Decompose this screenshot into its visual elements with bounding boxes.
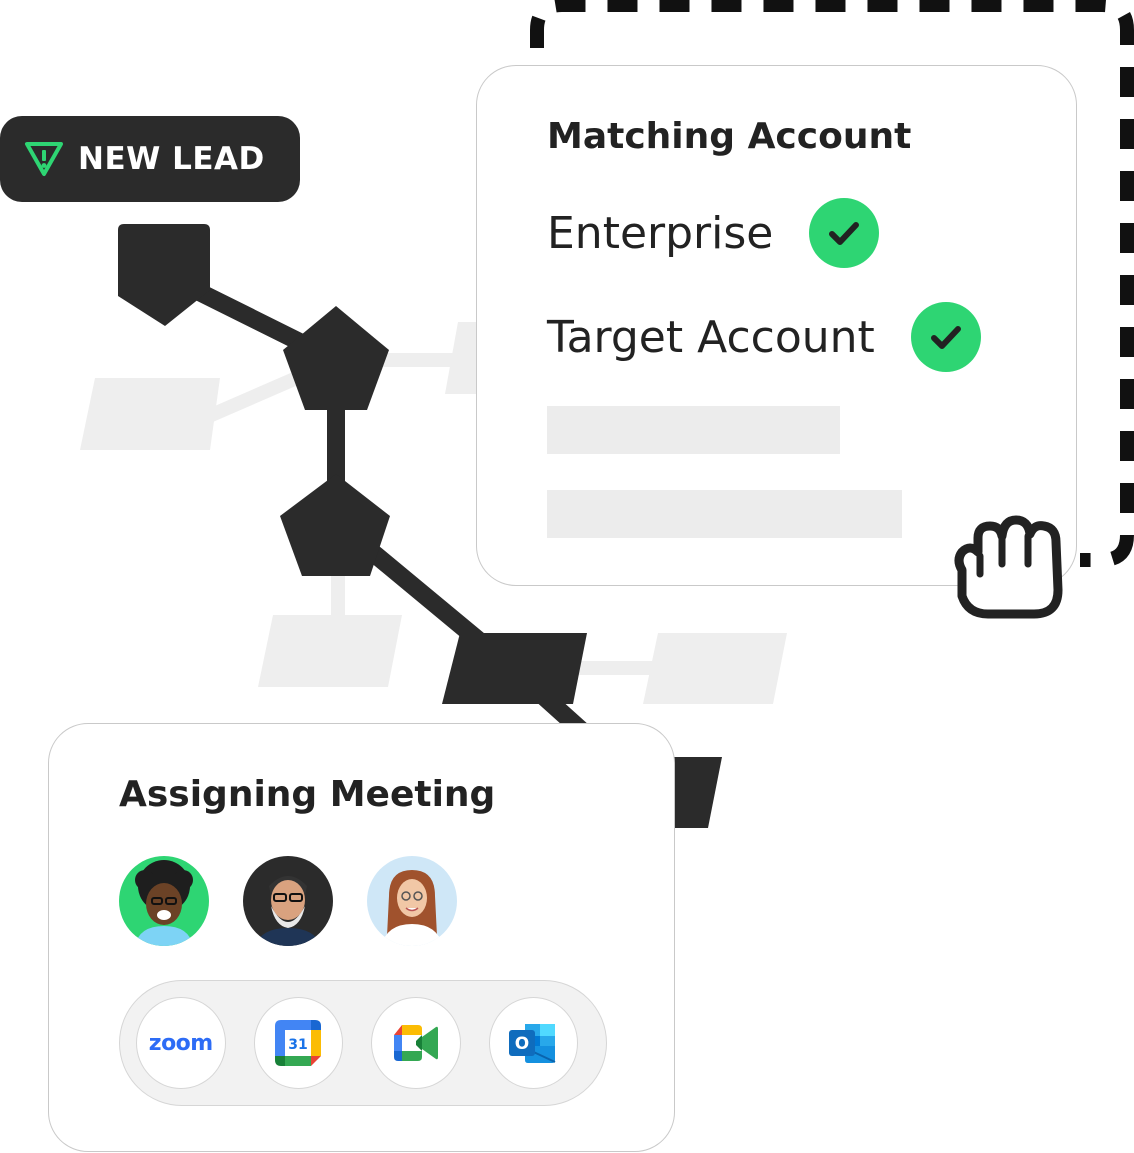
alert-funnel-icon [25, 142, 63, 176]
meeting-apps-tray: zoom 31 [119, 980, 607, 1106]
avatar-person-1[interactable] [119, 856, 209, 946]
avatar-person-3[interactable] [367, 856, 457, 946]
check-icon [910, 302, 981, 372]
placeholder-bar [547, 490, 902, 538]
flow-node-pentagon [283, 306, 389, 410]
flow-node-parallelogram [442, 633, 587, 704]
grab-hand-icon [954, 515, 1063, 619]
assignee-avatars [119, 856, 491, 946]
criterion-label: Enterprise [547, 207, 774, 259]
criterion-enterprise: Enterprise [547, 198, 880, 268]
placeholder-bar [547, 406, 840, 454]
calendar-day-label: 31 [289, 1037, 308, 1053]
zoom-logo-text: zoom [148, 1030, 213, 1056]
outlook-letter: O [515, 1034, 529, 1054]
check-icon [809, 198, 880, 268]
flow-node-pentagon [280, 474, 390, 576]
criterion-target-account: Target Account [547, 302, 981, 372]
ghost-node [258, 615, 402, 687]
badge-label: NEW LEAD [78, 141, 265, 177]
google-meet-icon[interactable] [371, 997, 461, 1089]
avatar-person-2[interactable] [243, 856, 333, 946]
ghost-node [445, 322, 485, 394]
google-calendar-icon[interactable]: 31 [253, 997, 343, 1089]
new-lead-badge: NEW LEAD [0, 116, 300, 202]
card-title: Matching Account [547, 116, 912, 157]
outlook-icon[interactable]: O [488, 997, 578, 1089]
flow-node-start [118, 224, 210, 326]
dashed-selection-frame [530, 0, 1134, 567]
criterion-label: Target Account [547, 311, 875, 363]
ghost-node [80, 378, 220, 450]
zoom-icon[interactable]: zoom [136, 997, 226, 1089]
matching-account-card[interactable]: Matching Account Enterprise Target Accou… [476, 65, 1077, 586]
assigning-meeting-card[interactable]: Assigning Meeting [48, 723, 675, 1152]
ghost-node [643, 633, 787, 704]
card-title: Assigning Meeting [119, 774, 496, 815]
